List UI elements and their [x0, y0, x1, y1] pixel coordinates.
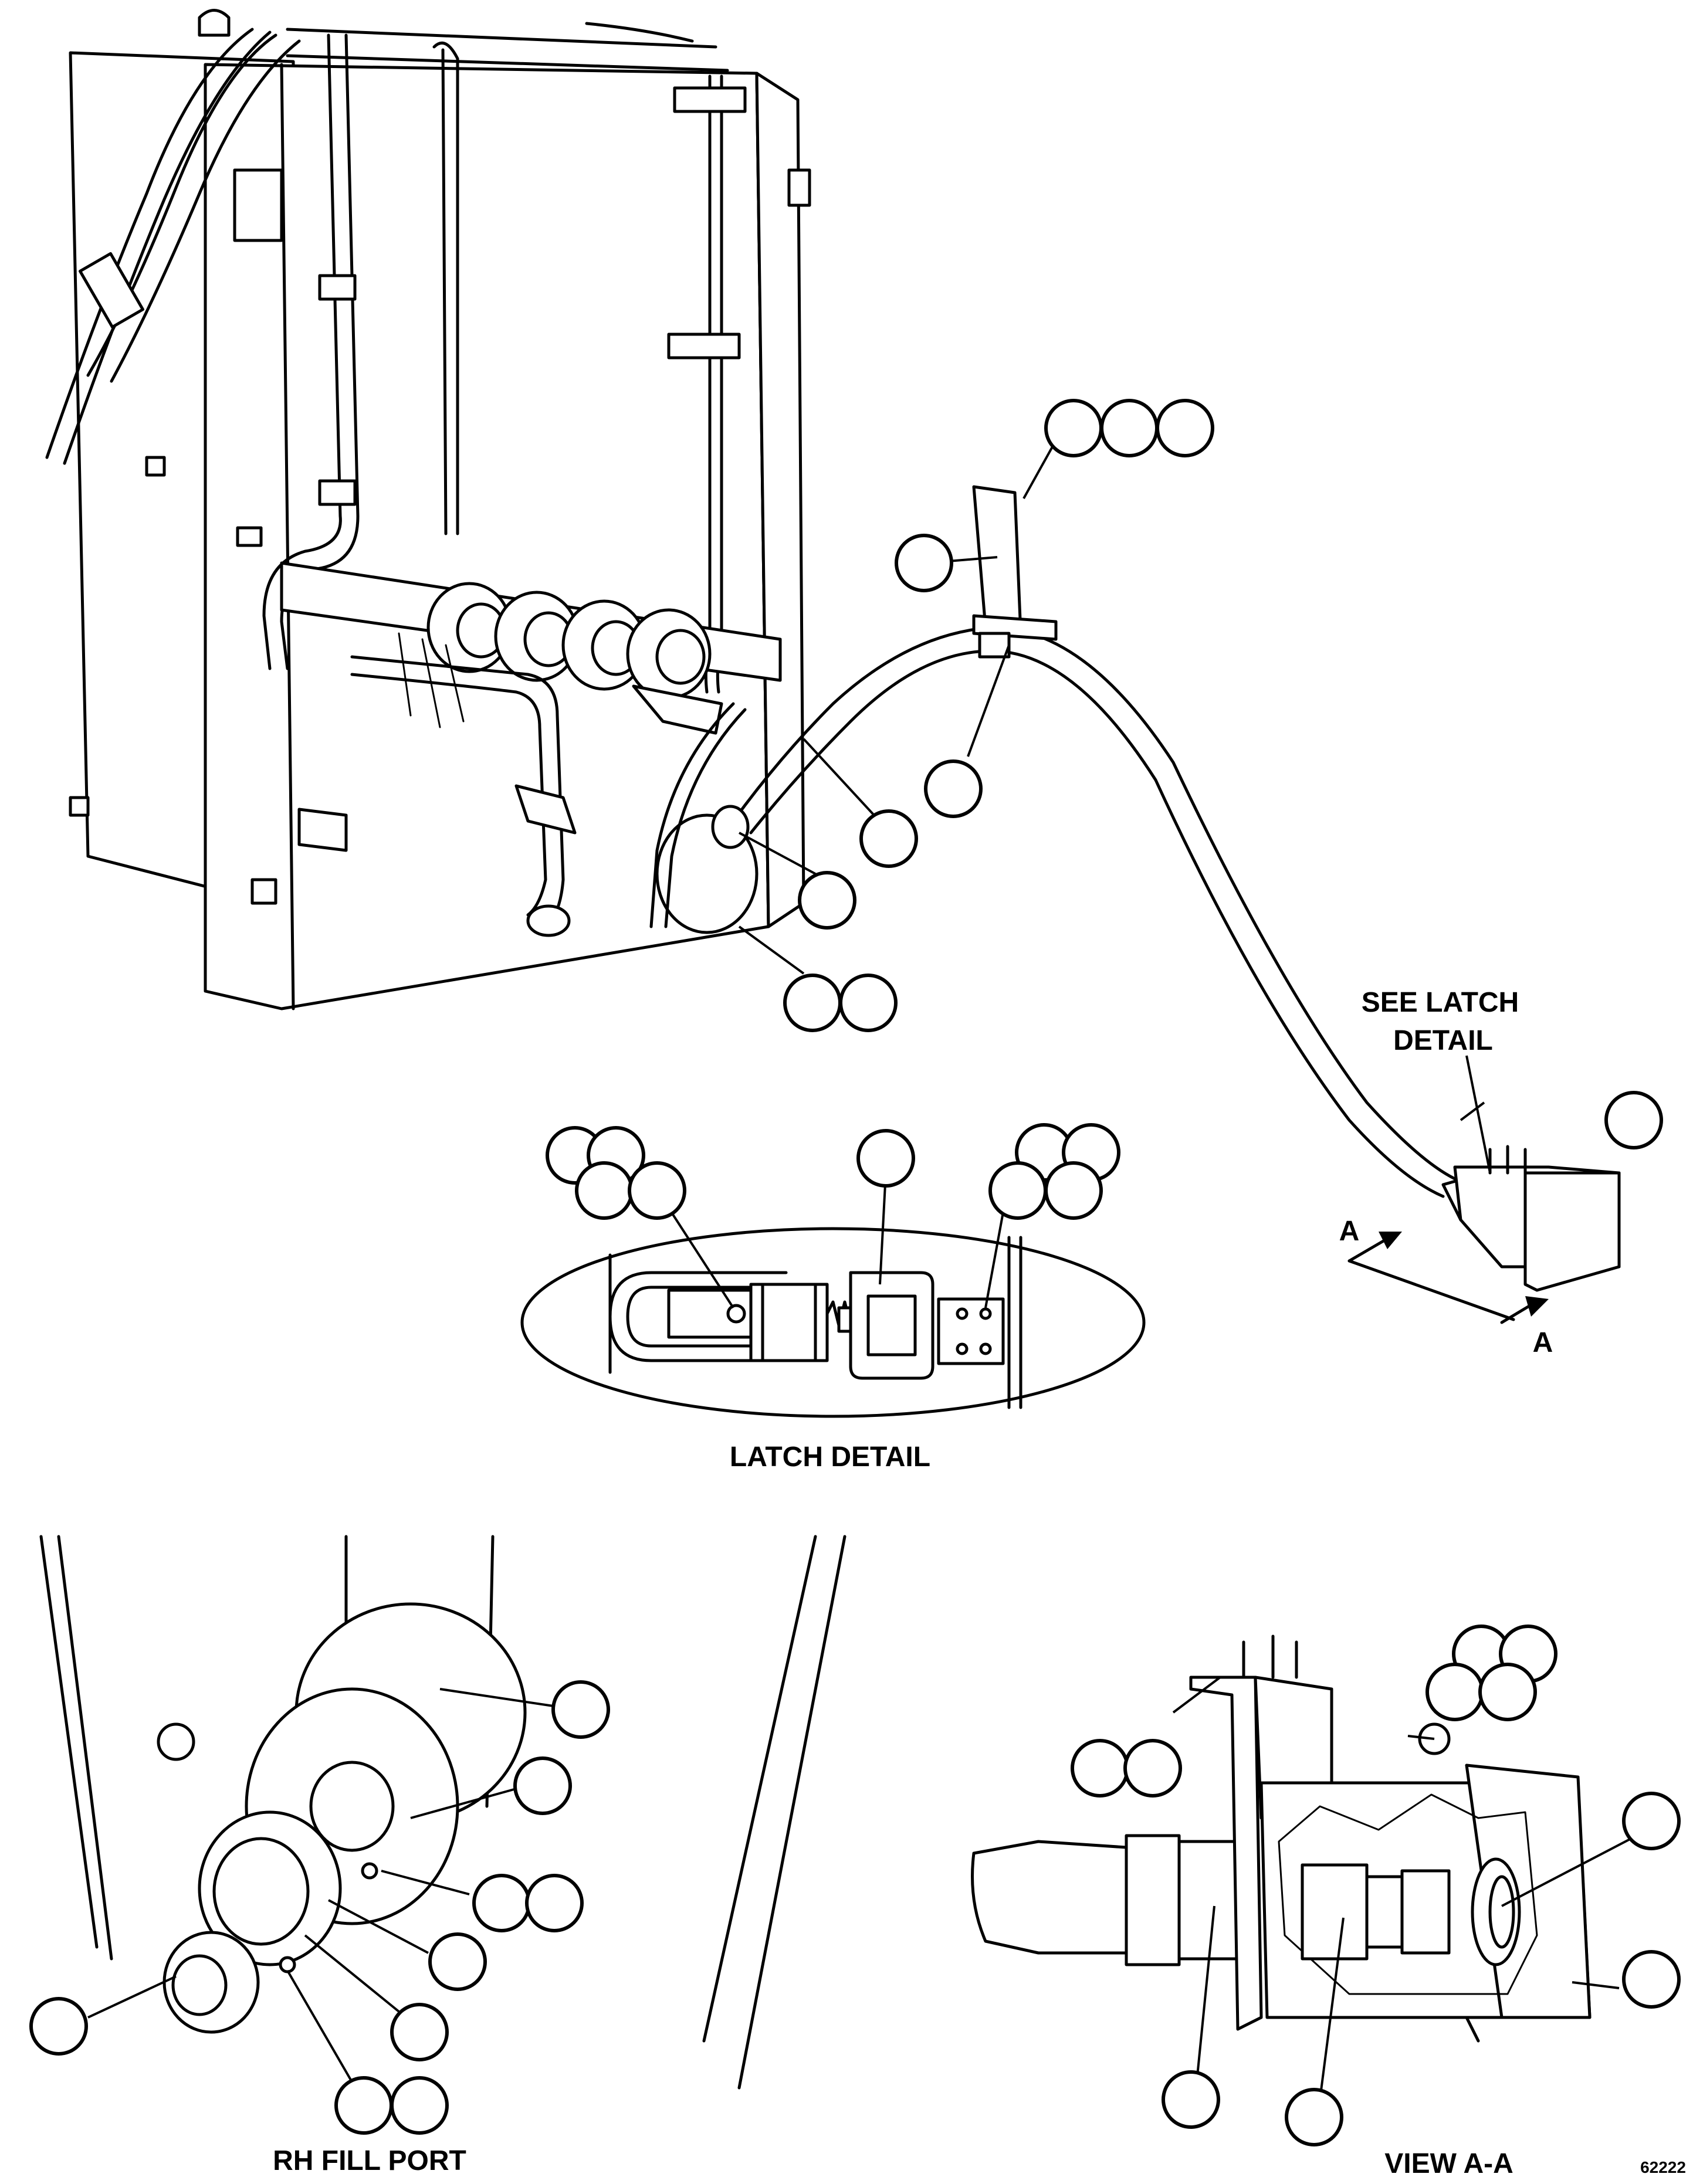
rh-fill-port [39, 1535, 846, 2090]
callout-bubble [1622, 1792, 1681, 1850]
callout-bubble [1162, 2070, 1220, 2129]
callout-bubble [1100, 399, 1159, 457]
callout-bubble [1044, 399, 1103, 457]
callout-bubble [1071, 1739, 1129, 1798]
callout-bubble [1044, 1161, 1103, 1220]
rh-fill-port-title: RH FILL PORT [273, 2145, 466, 2176]
callout-bubble [1123, 1739, 1182, 1798]
see-latch-detail-label-1: SEE LATCH [1362, 987, 1519, 1018]
latch-detail-title: LATCH DETAIL [730, 1442, 930, 1473]
callout-bubble [551, 1680, 610, 1739]
callout-bubble [334, 2076, 393, 2135]
callout-bubble [988, 1161, 1047, 1220]
callout-bubble [924, 759, 983, 818]
section-arrows [1347, 1232, 1549, 1324]
callout-bubble [525, 1874, 584, 1932]
section-label-a-right: A [1533, 1327, 1553, 1358]
callout-bubble [895, 534, 953, 592]
callout-bubble [1622, 1950, 1681, 2009]
callout-bubble [859, 809, 918, 868]
callout-bubble [1156, 399, 1214, 457]
callout-bubbles [29, 399, 1681, 2146]
tank-assembly [45, 9, 811, 1010]
figure-number: 62222 [1640, 2158, 1686, 2176]
see-latch-detail-label-2: DETAIL [1393, 1025, 1493, 1056]
latch-box [1441, 1145, 1621, 1292]
callout-bubble [839, 974, 898, 1032]
callout-bubble [783, 974, 842, 1032]
section-label-a-left: A [1339, 1216, 1360, 1247]
callout-bubble [390, 2076, 449, 2135]
callout-bubble [1285, 2088, 1343, 2146]
hose-assembly [711, 485, 1457, 1198]
callout-bubble [513, 1756, 572, 1815]
latch-detail [520, 1227, 1146, 1418]
callout-bubble [1478, 1663, 1537, 1721]
callout-bubble [1425, 1663, 1484, 1721]
valve-cluster [426, 582, 712, 700]
callout-bubble [472, 1874, 531, 1932]
callout-bubble [428, 1932, 487, 1991]
callout-bubble [575, 1161, 634, 1220]
callout-bubble [798, 871, 856, 930]
callout-bubble [628, 1161, 686, 1220]
callout-bubble [29, 1997, 88, 2056]
callout-bubble [856, 1129, 915, 1188]
view-aa-title: VIEW A-A [1384, 2148, 1513, 2179]
callout-bubble [1604, 1091, 1663, 1149]
callout-bubble [390, 2003, 449, 2061]
